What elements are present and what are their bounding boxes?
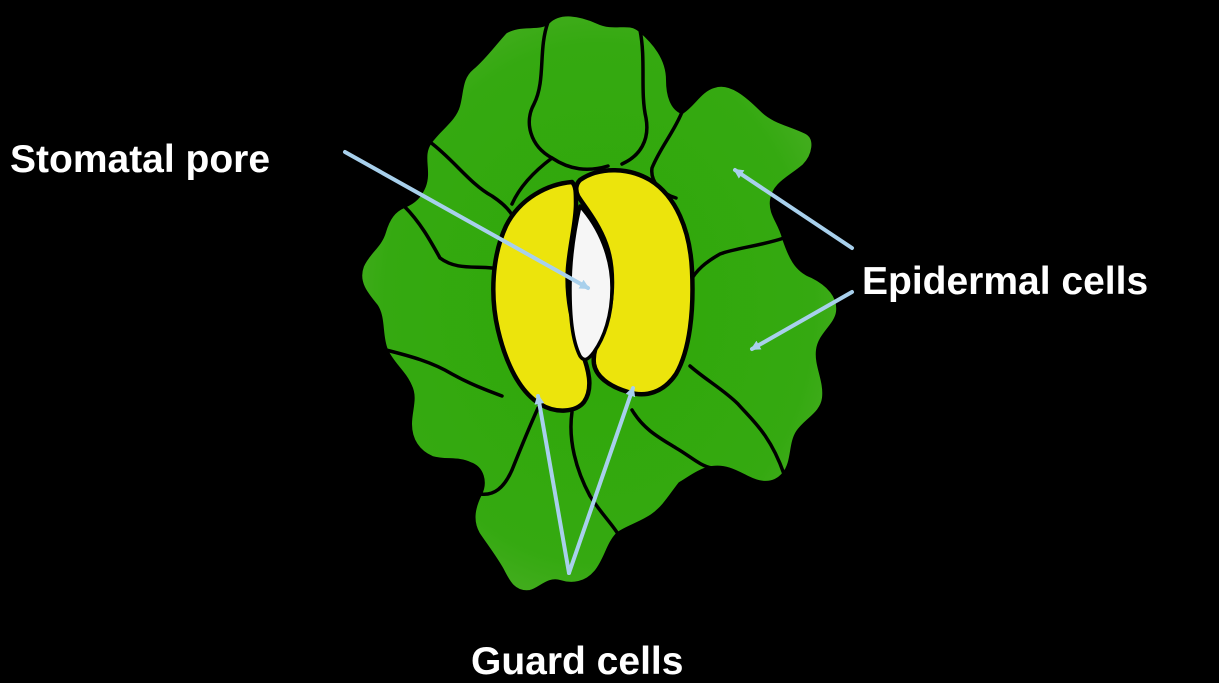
stomatal-pore-label: Stomatal pore (10, 140, 270, 179)
guard-cells-label: Guard cells (471, 642, 683, 681)
epidermal-cells-label: Epidermal cells (862, 262, 1148, 301)
